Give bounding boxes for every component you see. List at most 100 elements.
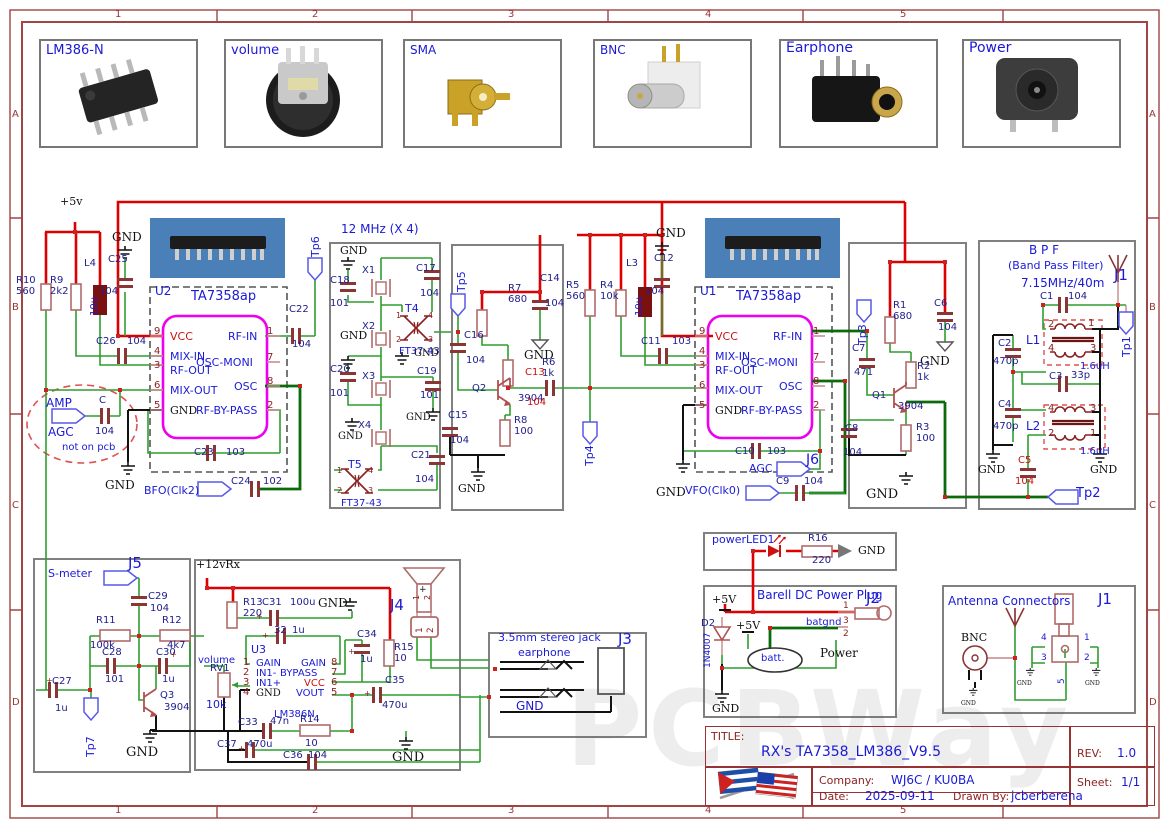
label-vout: VOUT xyxy=(296,688,324,699)
sheet-value: 1/1 xyxy=(1121,775,1141,789)
label-gnd: GND xyxy=(1090,463,1118,476)
rev-value: 1.0 xyxy=(1117,746,1137,760)
label-tp5: Tp5 xyxy=(455,271,468,292)
label-4: 4 xyxy=(1041,633,1047,643)
label-2: 2 xyxy=(423,594,432,600)
label-c12: C12 xyxy=(654,253,674,264)
label-3: 3 xyxy=(154,360,161,371)
label-103: 103 xyxy=(672,336,692,347)
label-c11: C11 xyxy=(641,336,661,347)
label-3-5mm-stereo-jack: 3.5mm stereo jack xyxy=(498,631,601,644)
label-470p: 470p xyxy=(993,421,1019,432)
label-104: 104 xyxy=(308,750,328,761)
label-c9: C9 xyxy=(776,476,790,487)
label-x4: X4 xyxy=(358,420,372,431)
label-antenna-connectors: Antenna Connectors xyxy=(948,594,1071,608)
label-osc-moni: OSC-MONI xyxy=(196,356,253,369)
label-8: 8 xyxy=(331,657,338,668)
antenna-icons xyxy=(1005,254,1128,628)
label-gnd: GND xyxy=(112,230,142,244)
label-100: 100 xyxy=(514,426,534,437)
l1-transformer xyxy=(1050,323,1094,358)
label-r1: R1 xyxy=(893,300,907,311)
label-batgnd: batgnd xyxy=(806,617,842,628)
label-1: 1 xyxy=(843,601,849,611)
label-103: 103 xyxy=(226,447,246,458)
label-lm386-n: LM386-N xyxy=(46,43,104,58)
label-c: C xyxy=(1149,500,1156,511)
label-7: 7 xyxy=(813,352,820,363)
label-j1: J1 xyxy=(1114,266,1128,284)
label-r2: R2 xyxy=(917,361,931,372)
label-220: 220 xyxy=(243,608,263,619)
label-gnd: GND xyxy=(414,348,439,359)
label-c18: C18 xyxy=(330,275,350,286)
label-barell-dc-power-plug: Barell DC Power Plug xyxy=(757,588,883,602)
speaker-symbol xyxy=(402,567,446,613)
label-b: B xyxy=(12,302,19,313)
label-1: 1 xyxy=(396,311,402,320)
label-104: 104 xyxy=(938,322,958,333)
label-x2: X2 xyxy=(362,321,376,332)
label-c24: C24 xyxy=(231,476,251,487)
label-gnd: GND xyxy=(1085,680,1100,687)
label-gnd: GND xyxy=(170,404,198,417)
label-q3: Q3 xyxy=(160,690,175,701)
label-c17: C17 xyxy=(416,263,436,274)
label-5: 5 xyxy=(331,687,338,698)
label-b-p-f: B P F xyxy=(1029,243,1059,257)
label-c26: C26 xyxy=(96,336,116,347)
label-tp7: Tp7 xyxy=(84,736,97,757)
label-5: 5 xyxy=(900,805,907,816)
label-c35: C35 xyxy=(385,675,405,686)
label-104: 104 xyxy=(420,288,440,299)
label-gnd: GND xyxy=(105,478,135,492)
label-: + xyxy=(238,744,245,753)
label-b: B xyxy=(1149,302,1156,313)
label-c: C xyxy=(12,500,19,511)
label-100k: 100k xyxy=(90,640,115,651)
ta7358-photo-u2 xyxy=(150,218,285,278)
label-: + xyxy=(262,631,269,640)
label-104: 104 xyxy=(466,355,486,366)
label-rv1: RV1 xyxy=(210,663,230,674)
label-101: 101 xyxy=(330,388,350,399)
label-3: 3 xyxy=(1041,653,1047,663)
label-12vrx: +12vRx xyxy=(196,558,240,571)
label-bypass: BYPASS xyxy=(280,668,318,679)
label-c27: C27 xyxy=(52,676,72,687)
battery-symbol xyxy=(747,647,803,673)
label-2: 2 xyxy=(426,627,436,633)
label-ta7358ap: TA7358ap xyxy=(191,289,257,304)
label-in1: IN1- xyxy=(256,668,277,679)
label-gnd: GND xyxy=(866,487,899,502)
label-32: 32 xyxy=(274,625,287,636)
label-ta7358ap: TA7358ap xyxy=(736,289,802,304)
label-2: 2 xyxy=(1048,428,1055,439)
label-gnd: GND xyxy=(340,244,368,257)
label-earphone: earphone xyxy=(518,646,571,659)
label-1-6uh: 1.6uH xyxy=(1080,446,1110,457)
label-r8: R8 xyxy=(514,415,528,426)
label-4: 4 xyxy=(428,311,434,320)
label-mix-out: MIX-OUT xyxy=(170,384,218,397)
date-label: Date: xyxy=(819,790,849,803)
label-c23: C23 xyxy=(194,447,214,458)
label-1u: 1u xyxy=(292,625,305,636)
label-bnc: BNC xyxy=(961,631,988,644)
label-gnd: GND xyxy=(920,354,950,368)
label-mix-in: MIX-IN xyxy=(170,350,206,363)
label-4: 4 xyxy=(1048,343,1055,354)
volume-photo xyxy=(266,46,340,137)
label-1u: 1u xyxy=(162,674,175,685)
label-vcc: VCC xyxy=(715,330,738,343)
label-u3: U3 xyxy=(251,643,267,656)
label-103: 103 xyxy=(767,446,787,457)
label-t5: T5 xyxy=(348,458,362,471)
label-101: 101 xyxy=(105,674,125,685)
label-r13: R13 xyxy=(243,597,263,608)
label-r4: R4 xyxy=(600,280,614,291)
label-c19: C19 xyxy=(417,366,437,377)
label-j2: J2 xyxy=(866,589,880,607)
label-gnd: GND xyxy=(978,463,1006,476)
